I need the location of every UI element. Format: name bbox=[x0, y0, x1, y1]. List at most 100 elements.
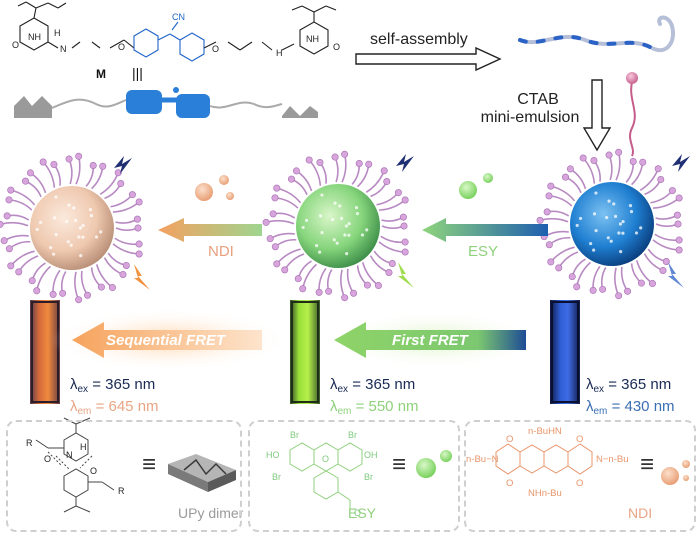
core-sparkle bbox=[332, 238, 336, 242]
ctab-head bbox=[33, 287, 41, 295]
ctab-head bbox=[49, 290, 57, 298]
core-sparkle bbox=[88, 208, 93, 212]
core-sparkle bbox=[54, 232, 58, 237]
ctab-tail bbox=[575, 261, 591, 287]
ctab-head bbox=[615, 292, 623, 300]
core-sparkle bbox=[301, 225, 305, 230]
core-sparkle bbox=[354, 206, 359, 210]
core-sparkle bbox=[628, 204, 633, 208]
svg-text:First FRET: First FRET bbox=[392, 332, 470, 349]
ctab-head bbox=[543, 208, 551, 216]
nanoparticle-core bbox=[570, 182, 654, 266]
ctab-tail bbox=[550, 185, 576, 202]
ndi-equiv-symbol: ≡ bbox=[640, 451, 654, 478]
ctab-head bbox=[59, 289, 67, 297]
ctab-head bbox=[668, 187, 676, 195]
svg-text:O: O bbox=[506, 434, 513, 445]
svg-text:R: R bbox=[118, 486, 125, 496]
ctab-tail bbox=[340, 269, 346, 299]
core-sparkle bbox=[73, 218, 78, 222]
svg-text:Br: Br bbox=[272, 472, 281, 482]
mini-emulsion-label: mini-emulsion bbox=[481, 109, 580, 126]
ctab-tail bbox=[318, 267, 327, 293]
ctab-head bbox=[65, 155, 73, 163]
ctab-head bbox=[394, 189, 402, 197]
svg-text:O: O bbox=[212, 44, 219, 54]
ctab-head bbox=[363, 281, 371, 289]
wavelength-readout-orange: λex = 365 nm λem = 645 nm bbox=[70, 376, 159, 417]
core-sparkle bbox=[81, 235, 85, 239]
svg-text:n-Bu−N: n-Bu−N bbox=[466, 454, 499, 465]
svg-text:O: O bbox=[118, 42, 125, 52]
core-sparkle bbox=[304, 218, 309, 223]
esy-label: ESY bbox=[348, 505, 377, 521]
ctab-tail bbox=[269, 232, 295, 240]
ctab-tail bbox=[558, 251, 579, 269]
ndi-dye-dots-icon bbox=[195, 175, 234, 201]
core-sparkle bbox=[355, 212, 360, 216]
ndi-atom-labels: n-BuHN n-Bu−N N−n-Bu NHn-Bu O O O O bbox=[466, 426, 628, 499]
svg-text:Br: Br bbox=[364, 472, 373, 482]
svg-text:O: O bbox=[576, 434, 583, 445]
core-sparkle bbox=[81, 223, 85, 228]
ctab-tail bbox=[376, 192, 400, 206]
nanoparticle-core bbox=[296, 184, 380, 268]
svg-text:NH: NH bbox=[28, 32, 41, 42]
ctab-head bbox=[579, 154, 587, 162]
ctab-head bbox=[135, 198, 143, 206]
ctab-head bbox=[266, 235, 274, 243]
nanoparticle-esy-loaded bbox=[262, 150, 409, 302]
ctab-head bbox=[39, 158, 47, 166]
ndi-label: NDI bbox=[628, 505, 652, 521]
ctab-head bbox=[675, 236, 683, 244]
upy-equiv-symbol: ≡ bbox=[142, 451, 156, 478]
ctab-head bbox=[400, 222, 408, 230]
ctab-head bbox=[117, 180, 125, 188]
core-sparkle bbox=[629, 210, 634, 214]
legend-panel-upy bbox=[6, 420, 242, 532]
ctab-head bbox=[545, 241, 553, 249]
ctab-head bbox=[5, 196, 13, 204]
ctab-head bbox=[325, 287, 333, 295]
ctab-head bbox=[5, 245, 13, 253]
ctab-head bbox=[315, 288, 323, 296]
ctab-head bbox=[269, 210, 277, 218]
svg-text:H: H bbox=[276, 48, 283, 58]
ctab-head bbox=[637, 279, 645, 287]
ctab-head bbox=[305, 156, 313, 164]
core-sparkle bbox=[639, 226, 643, 230]
ctab-head bbox=[114, 169, 122, 177]
ctab-head bbox=[624, 287, 632, 295]
core-sparkle bbox=[67, 203, 71, 207]
core-sparkle bbox=[347, 233, 351, 237]
ctab-head bbox=[0, 220, 4, 228]
ctab-head bbox=[380, 167, 388, 175]
ctab-tail bbox=[274, 197, 299, 209]
ctab-head bbox=[545, 192, 553, 200]
ctab-tail bbox=[652, 239, 680, 251]
ctab-head bbox=[316, 159, 324, 167]
wavelength-readout-blue: λex = 365 nm λem = 430 nm bbox=[586, 376, 675, 417]
ctab-head bbox=[273, 260, 281, 268]
ctab-tail bbox=[284, 253, 305, 271]
ctab-head bbox=[281, 266, 289, 274]
esy-atom-labels: HO OH Br Br Br Br O O bbox=[266, 430, 378, 518]
ctab-head bbox=[28, 277, 36, 285]
svg-text:N: N bbox=[66, 450, 73, 460]
ctab-tail bbox=[265, 219, 295, 225]
ctab-tail bbox=[10, 189, 36, 206]
ctab-tail bbox=[74, 271, 80, 301]
esy-loading-arrow: ESY bbox=[422, 218, 548, 260]
core-sparkle bbox=[78, 226, 82, 230]
core-sparkle bbox=[94, 235, 99, 239]
ctab-tail bbox=[75, 156, 81, 185]
svg-text:O: O bbox=[354, 508, 361, 518]
core-sparkle bbox=[54, 195, 58, 199]
core-sparkle bbox=[38, 220, 43, 225]
ctab-head bbox=[365, 160, 373, 168]
ndi-dye-icon bbox=[661, 460, 690, 485]
svg-text:NHn-Bu: NHn-Bu bbox=[528, 488, 562, 499]
supramolecular-chain bbox=[518, 15, 675, 52]
ctab-head bbox=[589, 286, 597, 294]
ctab-head bbox=[299, 285, 307, 293]
